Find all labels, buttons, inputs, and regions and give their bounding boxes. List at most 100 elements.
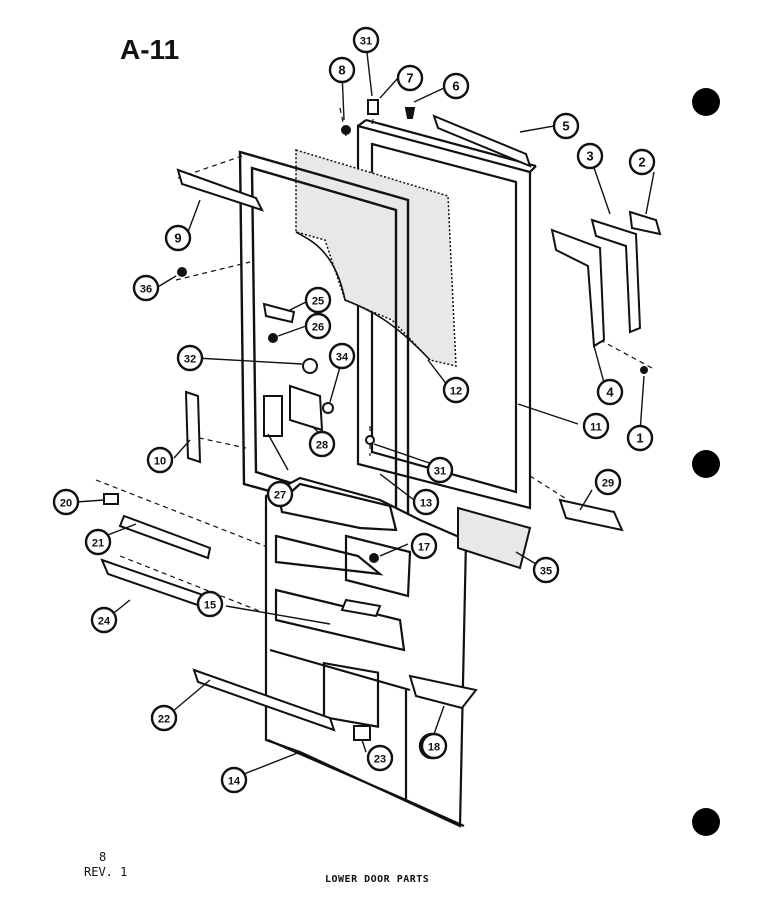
callout-circle: [328, 56, 356, 84]
callout-circle: [426, 456, 454, 484]
callout-label: 31: [360, 36, 372, 48]
callout-circle: [146, 446, 174, 474]
callout-22: 22: [150, 704, 178, 732]
callout-label: 22: [158, 714, 170, 726]
callout-circle: [220, 766, 248, 794]
callout-circle: [532, 556, 560, 584]
callout-circle: [150, 704, 178, 732]
callout-28: 28: [308, 430, 336, 458]
callout-31: 31: [352, 26, 380, 54]
callout-label: 5: [562, 119, 569, 134]
callout-label: 23: [374, 754, 386, 766]
page-caption: LOWER DOOR PARTS: [325, 874, 430, 885]
callout-label: 7: [406, 71, 413, 86]
callout-23: 23: [366, 744, 394, 772]
callout-label: 10: [154, 456, 166, 468]
callout-32: 32: [176, 344, 204, 372]
callout-circle: [304, 312, 332, 340]
callout-3: 3: [576, 142, 604, 170]
part-2-cap: [628, 210, 662, 236]
callout-label: 3: [586, 149, 593, 164]
callout-13: 13: [412, 488, 440, 516]
callout-24: 24: [90, 606, 118, 634]
callout-circle: [420, 732, 448, 760]
callout-label: 25: [312, 296, 324, 308]
callout-label: 27: [274, 490, 286, 502]
callout-label: 21: [92, 538, 104, 550]
part-20-clip: [103, 493, 119, 505]
callout-5: 5: [552, 112, 580, 140]
callout-label: 18: [428, 742, 440, 754]
callout-label: 17: [418, 542, 430, 554]
callout-9: 9: [164, 224, 192, 252]
callout-8: 8: [328, 56, 356, 84]
callout-label: 4: [606, 385, 614, 400]
part-10-strip: [184, 390, 202, 464]
callout-label: 32: [184, 354, 196, 366]
part-1-screw: [640, 366, 648, 374]
callout-label: 1: [636, 431, 643, 446]
callout-1: 1: [626, 424, 654, 452]
callout-circle: [352, 26, 380, 54]
callout-label: 2: [638, 155, 645, 170]
part-34-screw: [322, 402, 334, 414]
callout-2: 2: [628, 148, 656, 176]
callout-18: 18: [420, 732, 448, 760]
small-parts: [100, 99, 662, 741]
part-27-plate: [263, 395, 283, 437]
callout-circle: [576, 142, 604, 170]
callout-14: 14: [220, 766, 248, 794]
part-32-knob: [302, 358, 318, 374]
callout-label: 6: [452, 79, 459, 94]
diagram-title: A-11: [120, 34, 180, 65]
callout-bubbles: 1234567891011121314151617182021222324252…: [52, 26, 656, 794]
callout-label: 8: [338, 63, 345, 78]
part-26-screw: [268, 333, 278, 343]
part-21-rail: [118, 514, 212, 560]
binder-hole-middle: [692, 450, 720, 478]
callout-circle: [266, 480, 294, 508]
callout-10: 10: [146, 446, 174, 474]
callout-label: 26: [312, 322, 324, 334]
callout-circle: [628, 148, 656, 176]
callout-circle: [410, 532, 438, 560]
part-25-clip: [262, 302, 296, 324]
callout-26: 26: [304, 312, 332, 340]
callout-circle: [396, 64, 424, 92]
callout-20: 20: [52, 488, 80, 516]
part-31b-washer: [365, 435, 375, 445]
callout-circle: [442, 72, 470, 100]
callout-label: 20: [60, 498, 72, 510]
callout-label: 9: [174, 231, 181, 246]
callout-36: 36: [132, 274, 160, 302]
callout-label: 34: [336, 352, 349, 364]
callout-circle: [304, 286, 332, 314]
part-36-screw: [177, 267, 187, 277]
callout-label: 31: [434, 466, 446, 478]
part-4-bracket: [550, 228, 606, 348]
callout-label: 14: [228, 776, 241, 788]
part-22-rail: [192, 668, 336, 732]
part-7-cap: [367, 99, 379, 115]
callout-27: 27: [266, 480, 294, 508]
callout-29: 29: [594, 468, 622, 496]
part-18-tray: [408, 674, 478, 710]
callout-12: 12: [442, 376, 470, 404]
callout-circle: [164, 224, 192, 252]
callout-label: 13: [420, 498, 432, 510]
callout-circle: [328, 342, 356, 370]
callout-6: 6: [442, 72, 470, 100]
callout-circle: [442, 376, 470, 404]
callout-17: 17: [410, 532, 438, 560]
part-6-screw: [404, 107, 416, 119]
callout-circle: [90, 606, 118, 634]
callout-21: 21: [84, 528, 112, 556]
callout-circle: [308, 430, 336, 458]
callout-circle: [84, 528, 112, 556]
part-15-bar: [340, 598, 382, 618]
callout-circle: [366, 744, 394, 772]
callout-34: 34: [328, 342, 356, 370]
callout-label: 12: [450, 386, 462, 398]
callout-4: 4: [596, 378, 624, 406]
revision-label: REV. 1: [84, 865, 128, 879]
